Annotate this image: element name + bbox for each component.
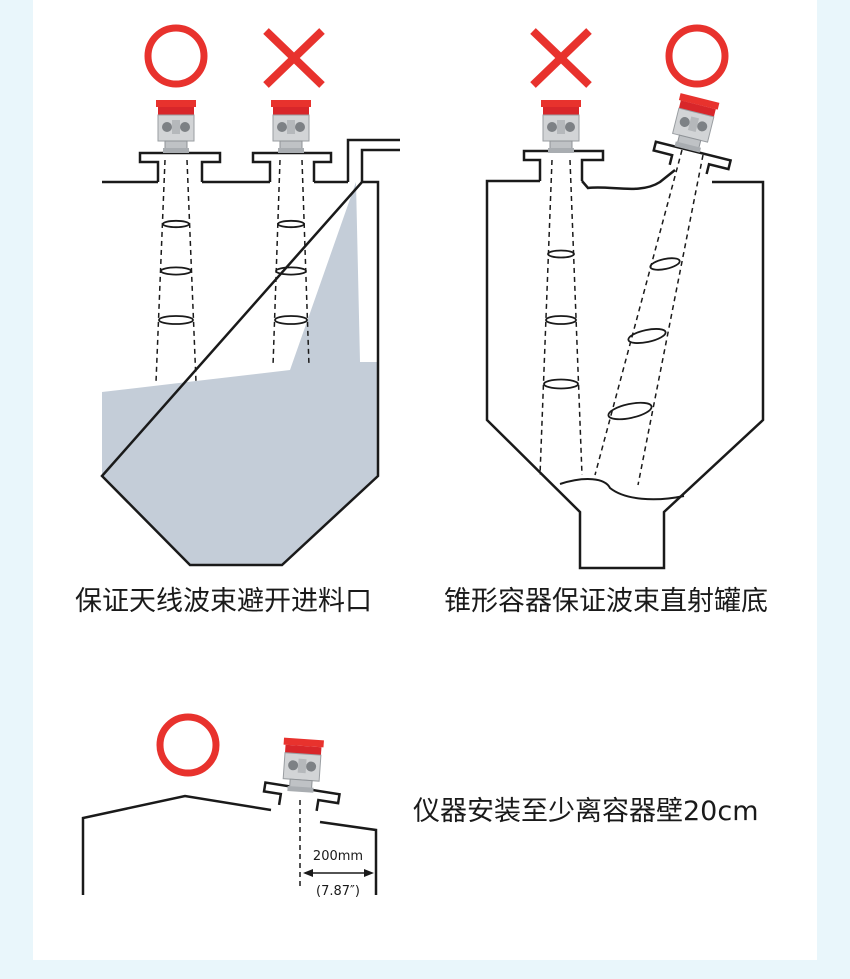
radar-sensor-left xyxy=(155,99,197,154)
circle-icon xyxy=(156,713,220,777)
caption-feed-inlet: 保证天线波束避开进料口 xyxy=(75,586,372,617)
radar-sensor-right xyxy=(270,99,312,154)
cross-icon xyxy=(263,28,325,88)
radar-sensor-vertical xyxy=(540,99,582,154)
dimension-imperial-label: (7.87″) xyxy=(316,884,360,899)
diagram-cone-vessel xyxy=(485,24,765,570)
diagram-feed-inlet xyxy=(100,24,400,567)
dimension-metric-label: 200mm xyxy=(313,849,363,864)
tank-outline xyxy=(100,180,380,567)
diagram-wall-distance: 200mm (7.87″) xyxy=(81,713,378,899)
dimension-arrow xyxy=(303,869,374,877)
radar-sensor-tilted xyxy=(667,92,720,155)
cross-icon xyxy=(530,28,592,88)
circle-icon xyxy=(665,24,729,88)
caption-cone-vessel: 锥形容器保证波束直射罐底 xyxy=(444,586,768,617)
circle-icon xyxy=(144,24,208,88)
tank-outline xyxy=(485,169,765,570)
material-fill xyxy=(102,182,378,565)
tank-top-outline xyxy=(81,794,378,895)
caption-wall-distance: 仪器安装至少离容器壁20cm xyxy=(413,796,759,827)
